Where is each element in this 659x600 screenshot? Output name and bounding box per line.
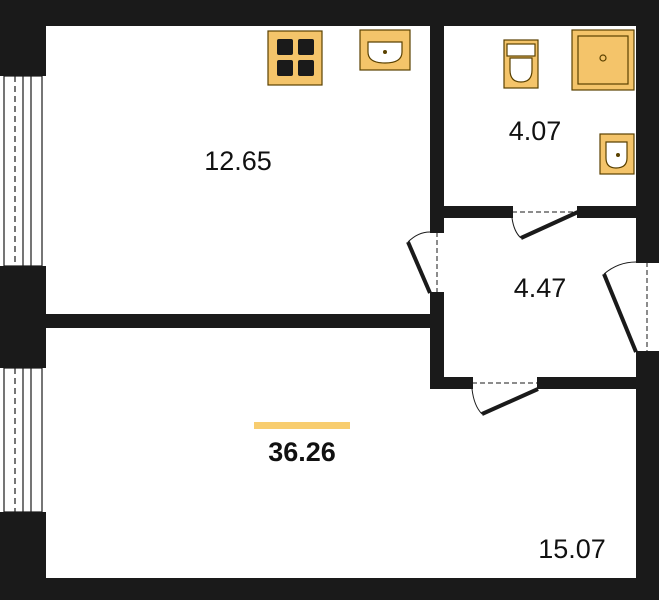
door-icon [602, 261, 659, 353]
wall-right-upper [636, 0, 659, 262]
total-area-accent-bar [254, 422, 350, 429]
shower-icon [571, 29, 635, 91]
kitchen-sink-icon [359, 29, 411, 71]
wall-right-lower [636, 352, 659, 600]
washbasin-icon [599, 133, 635, 175]
wall-hall-left [430, 293, 444, 388]
door-icon [406, 231, 444, 294]
wall-kitchen-living [46, 314, 432, 328]
door-icon [511, 206, 579, 240]
wall-bath-hall-left [444, 206, 512, 218]
inner-walls [46, 26, 636, 389]
kitchen-area-label: 12.65 [204, 146, 272, 176]
wall-bath-left [430, 26, 444, 232]
bathroom-area-label: 4.07 [509, 116, 562, 146]
wall-bath-hall-right [578, 206, 636, 218]
wall-hall-bottom-right [538, 377, 636, 389]
hallway-area-label: 4.47 [514, 273, 567, 303]
wall-left-middle [0, 266, 46, 368]
stove-icon [267, 30, 323, 86]
window-icon [3, 75, 43, 267]
toilet-icon [503, 39, 539, 89]
living-area-label: 15.07 [538, 534, 606, 564]
total-area-label: 36.26 [268, 437, 336, 467]
wall-left-lower [0, 512, 46, 600]
wall-hall-bottom-left [430, 377, 472, 389]
wall-left-upper [0, 0, 46, 76]
wall-top [0, 0, 659, 26]
door-icon [471, 377, 539, 416]
window-icon [3, 367, 43, 513]
wall-bottom [0, 578, 659, 600]
